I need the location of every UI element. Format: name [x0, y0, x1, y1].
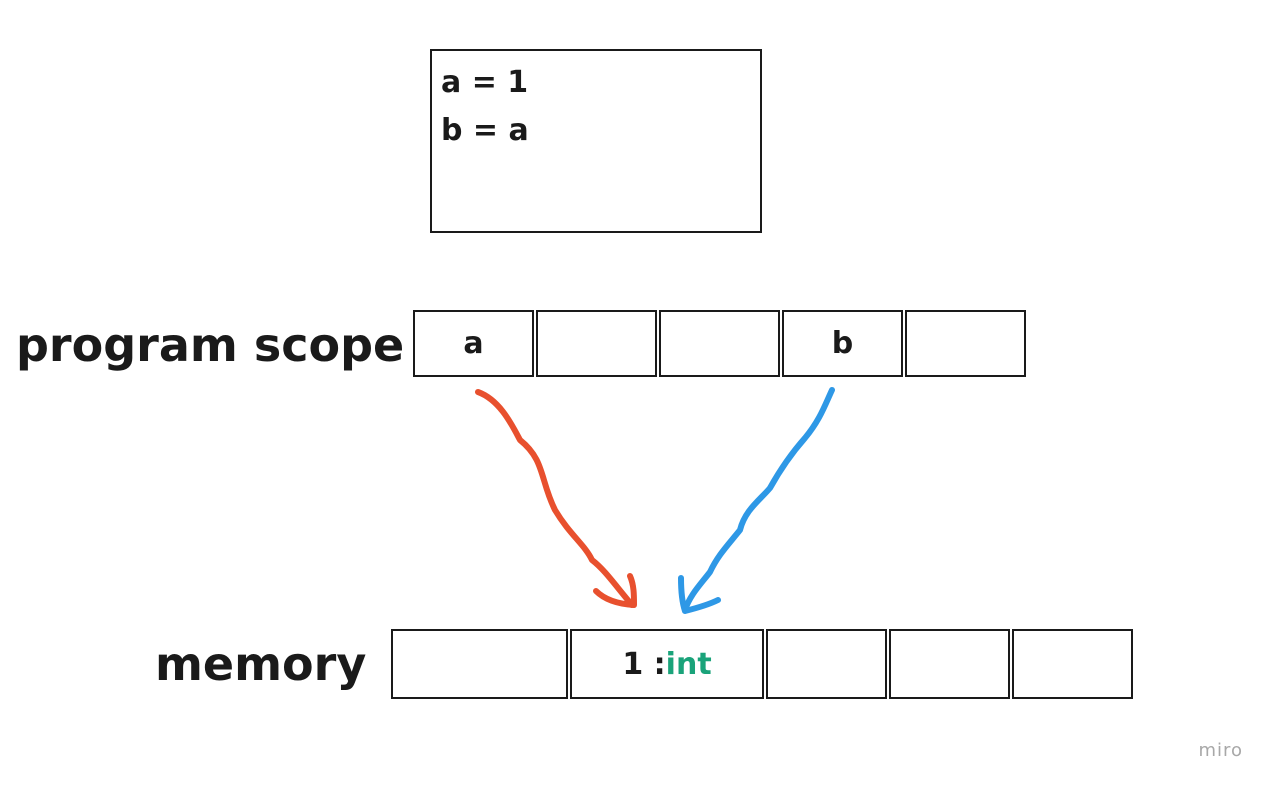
- miro-watermark: miro: [1198, 740, 1243, 761]
- program-scope-label: program scope: [16, 318, 405, 372]
- memory-cell-empty: [391, 629, 568, 699]
- memory-cell-empty: [1012, 629, 1133, 699]
- arrow-a-shaft: [475, 389, 635, 608]
- memory-cell-int-value: 1 : int: [570, 629, 764, 699]
- code-line-a-assign: a = 1: [441, 65, 529, 100]
- memory-type: int: [665, 646, 712, 682]
- memory-cell-empty: [889, 629, 1010, 699]
- scope-cell-empty: [536, 310, 657, 377]
- code-line-b-assign: b = a: [441, 113, 529, 148]
- scope-cell-a: a: [413, 310, 534, 377]
- scope-cell-empty: [905, 310, 1026, 377]
- memory-label: memory: [155, 637, 367, 691]
- arrow-b-to-memory: [678, 387, 835, 614]
- arrow-b-head: [678, 575, 721, 614]
- arrow-b-shaft: [682, 387, 835, 613]
- program-scope-cells: a b: [413, 310, 1028, 377]
- code-box: a = 1 b = a: [430, 49, 762, 233]
- memory-cell-empty: [766, 629, 887, 699]
- scope-cell-b: b: [782, 310, 903, 377]
- scope-cell-empty: [659, 310, 780, 377]
- arrow-a-to-memory: [475, 389, 637, 608]
- memory-cells: 1 : int: [391, 629, 1135, 699]
- arrow-a-head: [593, 573, 637, 608]
- memory-value: 1 :: [622, 646, 666, 682]
